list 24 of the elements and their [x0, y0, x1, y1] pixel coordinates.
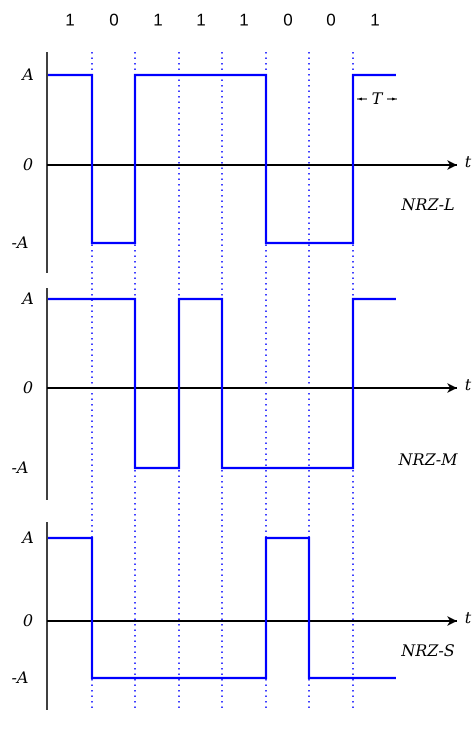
bit-value: 1 [65, 12, 75, 28]
bit-value: 1 [153, 12, 163, 28]
encoding-name: NRZ-L [401, 197, 455, 213]
axis-label: t [464, 377, 472, 393]
bit-value: 1 [239, 12, 249, 28]
level-label: -A [12, 460, 28, 476]
encoding-name: NRZ-S [401, 643, 455, 659]
bit-value: 0 [326, 12, 336, 28]
level-label: 0 [22, 157, 34, 173]
period-label: T [372, 91, 382, 107]
encoding-name: NRZ-M [398, 452, 458, 468]
level-label: A [22, 530, 34, 546]
level-label: -A [12, 235, 28, 251]
level-label: 0 [22, 613, 34, 629]
axis-label: t [464, 154, 472, 170]
bit-value: 0 [109, 12, 119, 28]
level-label: 0 [22, 380, 34, 396]
bit-value: 1 [196, 12, 206, 28]
level-label: A [22, 291, 34, 307]
axis-label: t [464, 610, 472, 626]
level-label: A [22, 67, 34, 83]
level-label: -A [12, 670, 28, 686]
bit-value: 1 [370, 12, 380, 28]
bit-value: 0 [283, 12, 293, 28]
